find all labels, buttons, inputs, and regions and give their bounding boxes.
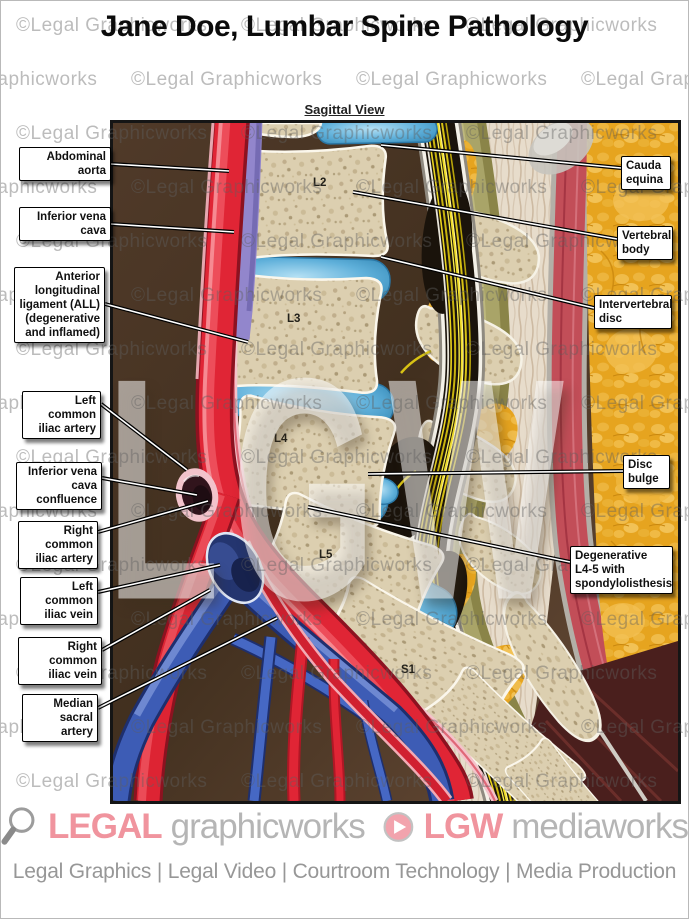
brand-lgw: LGW [423,807,504,846]
brand-graphicworks: graphicworks [170,807,366,846]
label-median-sacral-artery: Median sacral artery [22,694,98,743]
label-disc-bulge: Disc bulge [623,455,670,490]
inferior-vena-cava [232,118,263,340]
vertebra-label-l2: L2 [313,177,326,189]
label-left-common-iliac-artery: Left common iliac artery [22,391,101,440]
watermark-text: ©Legal Graphicworks [356,69,548,90]
vertebra-label-l4: L4 [274,433,288,445]
footer-services: Legal Graphics | Legal Video | Courtroom… [12,860,677,883]
label-intervertebral-disc: Intervertebral disc [594,295,673,330]
label-vertebral-body: Vertebral body [617,226,673,261]
watermark-text: ©Legal Graphicworks [581,69,688,90]
label-left-common-iliac-vein: Left common iliac vein [20,577,98,626]
label-anterior-longitudinal-ligament: Anterior longitudinal ligament (ALL) (de… [14,267,105,344]
view-label: Sagittal View [304,102,385,117]
label-cauda-equina: Cauda equina [621,156,671,191]
label-inferior-vena-cava: Inferior vena cava [19,207,111,242]
play-icon [383,812,414,842]
watermark-text: ©Legal Graphicworks [131,69,323,90]
vertebra-label-l3: L3 [287,313,300,325]
aorta [197,123,455,801]
page-title: Jane Doe, Lumbar Spine Pathology [100,10,589,43]
label-ivc-confluence: Inferior vena cava confluence [16,462,102,511]
brand-legal: LEGAL [48,807,163,846]
magnifier-icon [1,807,35,845]
watermark-text: ©Legal Graphicworks [1,69,98,90]
label-abdominal-aorta: Abdominal aorta [19,147,111,182]
label-degenerative-l4-5: Degenerative L4-5 with spondylolisthesis [570,546,673,595]
vertebra-label-s1: S1 [401,664,416,676]
illustration-svg: L2 L3 L4 L5 S1 [103,118,680,877]
vertebra-label-l5: L5 [319,549,333,561]
label-right-common-iliac-vein: Right common iliac vein [18,637,102,686]
brand-mediaworks: mediaworks [511,807,688,846]
illustration-panel: L2 L3 L4 L5 S1 [103,118,681,877]
label-right-common-iliac-artery: Right common iliac artery [18,521,98,570]
footer-brand-row: LEGAL graphicworks LGW mediaworks [1,802,688,852]
